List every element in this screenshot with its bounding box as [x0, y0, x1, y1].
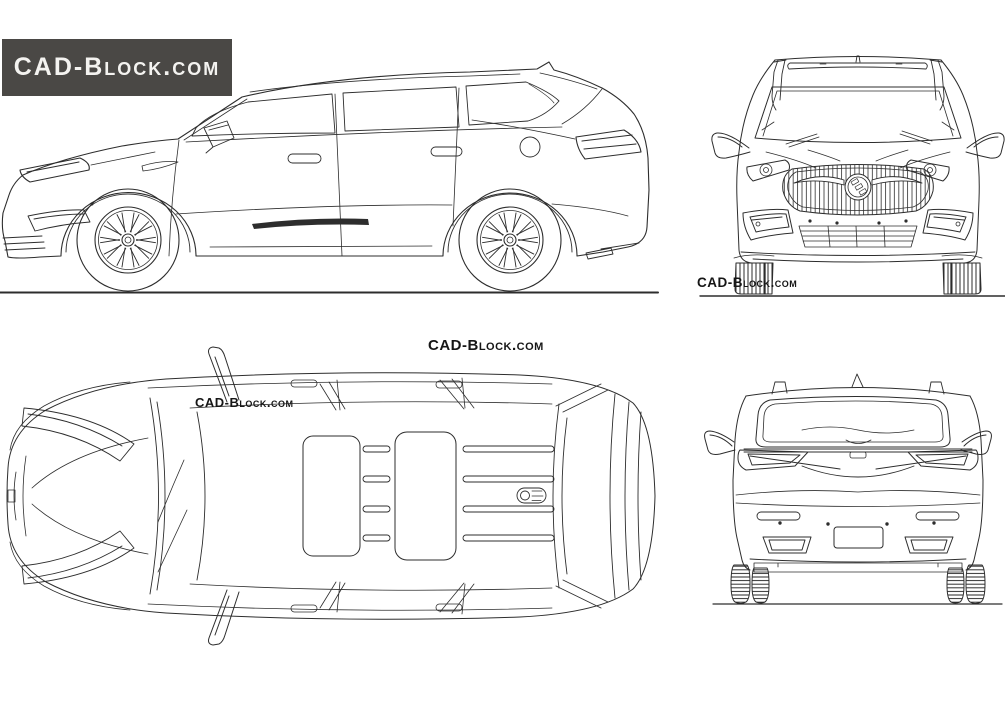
side-mirror	[711, 132, 751, 159]
door-handle-plan	[290, 604, 318, 613]
top-view-drawing	[0, 340, 660, 650]
exhaust-outlet	[762, 536, 812, 554]
cad-block-logo-badge: CAD-Block.com	[2, 39, 232, 96]
sunroof-front	[302, 435, 361, 557]
roof-rail	[771, 381, 945, 395]
rear-window	[755, 396, 951, 448]
side-body-outline	[1, 61, 650, 259]
windshield	[754, 86, 962, 143]
rear-wiper	[845, 439, 872, 444]
headlight-plan	[21, 530, 135, 585]
side-mirror	[704, 430, 736, 455]
front-left-tire	[734, 262, 774, 295]
roof-rail-line	[249, 73, 521, 93]
shark-fin-antenna	[851, 373, 864, 388]
taillight-band	[737, 448, 979, 471]
watermark-top-view: CAD-Block.com	[195, 395, 294, 410]
taillight	[575, 129, 642, 160]
roof-rail	[929, 59, 945, 111]
door-handle-plan	[290, 379, 318, 388]
front-wheel	[76, 188, 180, 292]
rear-door-window	[342, 86, 460, 132]
front-door-window	[191, 93, 336, 137]
door-handle-plan	[435, 603, 463, 612]
antenna	[855, 55, 861, 63]
roof-antenna	[516, 487, 547, 504]
door-handle	[287, 153, 322, 164]
side-mirror	[960, 430, 992, 455]
door-handle-plan	[435, 380, 463, 389]
windshield-plan	[149, 397, 206, 595]
fog-lamp	[742, 208, 794, 241]
rear-wheel	[458, 188, 562, 292]
watermark-center: CAD-Block.com	[428, 337, 544, 354]
rear-right-tires	[946, 564, 986, 604]
top-body-outline	[6, 372, 656, 620]
headlight	[746, 159, 790, 182]
side-mirror	[203, 120, 235, 154]
lower-grille	[798, 225, 918, 248]
side-mirror	[965, 132, 1005, 159]
wipers	[785, 130, 933, 148]
license-plate	[833, 526, 884, 549]
reflector	[915, 511, 960, 521]
roof-ribs	[362, 445, 555, 542]
watermark-front-view: CAD-Block.com	[697, 275, 798, 290]
fog-lamp	[922, 208, 974, 241]
fog-lamp	[27, 209, 91, 232]
exhaust-outlet	[904, 536, 954, 554]
wipers-plan	[157, 459, 188, 573]
front-right-tire	[942, 262, 982, 295]
reflector	[756, 511, 801, 521]
front-view-drawing	[690, 0, 1005, 300]
mirror-plan	[208, 589, 240, 646]
rear-left-tires	[730, 564, 770, 604]
side-view-drawing	[0, 0, 660, 300]
headlight-plan	[21, 407, 135, 462]
logo-badge-label: CAD-Block.com	[13, 53, 221, 81]
sunroof-rear	[394, 431, 457, 561]
quarter-window	[465, 81, 560, 126]
rear-view-drawing	[690, 370, 1005, 620]
door-handle	[430, 146, 463, 157]
fuel-door	[519, 136, 541, 158]
mirror-plan	[208, 346, 240, 403]
roof-rail	[771, 59, 787, 111]
headlight	[19, 157, 90, 183]
buick-emblem	[844, 173, 872, 201]
